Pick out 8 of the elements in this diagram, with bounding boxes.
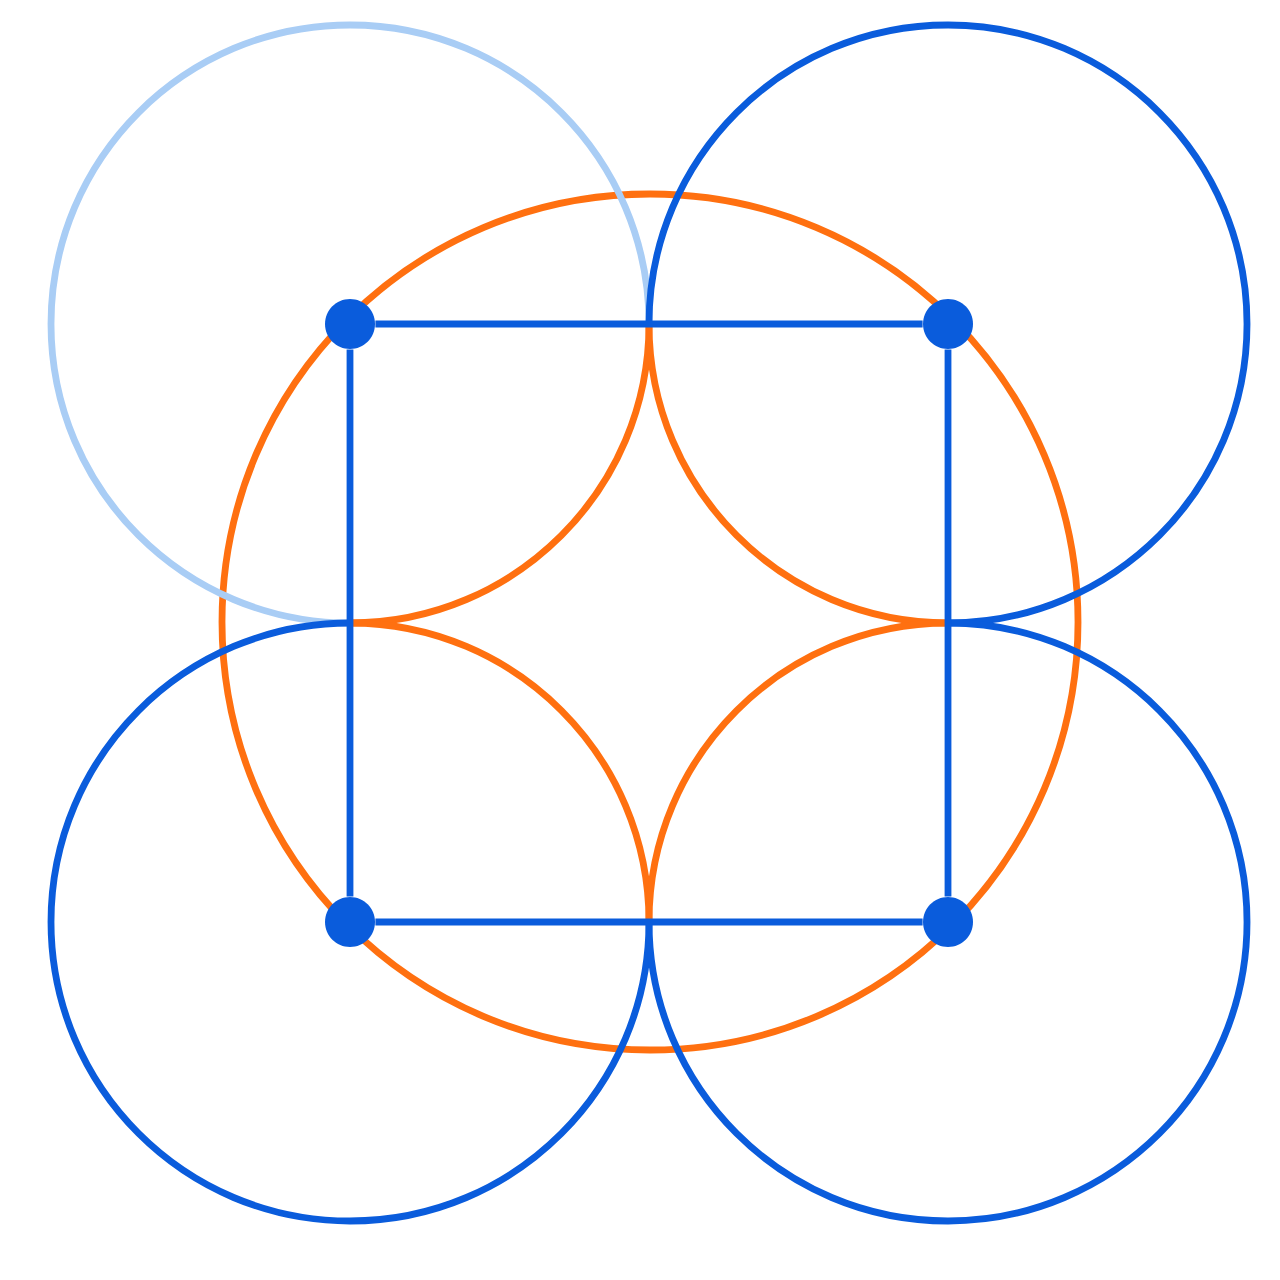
dot	[325, 299, 375, 349]
line	[375, 320, 923, 328]
dot	[923, 897, 973, 947]
line	[944, 349, 952, 897]
line	[375, 918, 923, 926]
line	[346, 349, 354, 897]
dot	[325, 897, 375, 947]
dot	[923, 299, 973, 349]
